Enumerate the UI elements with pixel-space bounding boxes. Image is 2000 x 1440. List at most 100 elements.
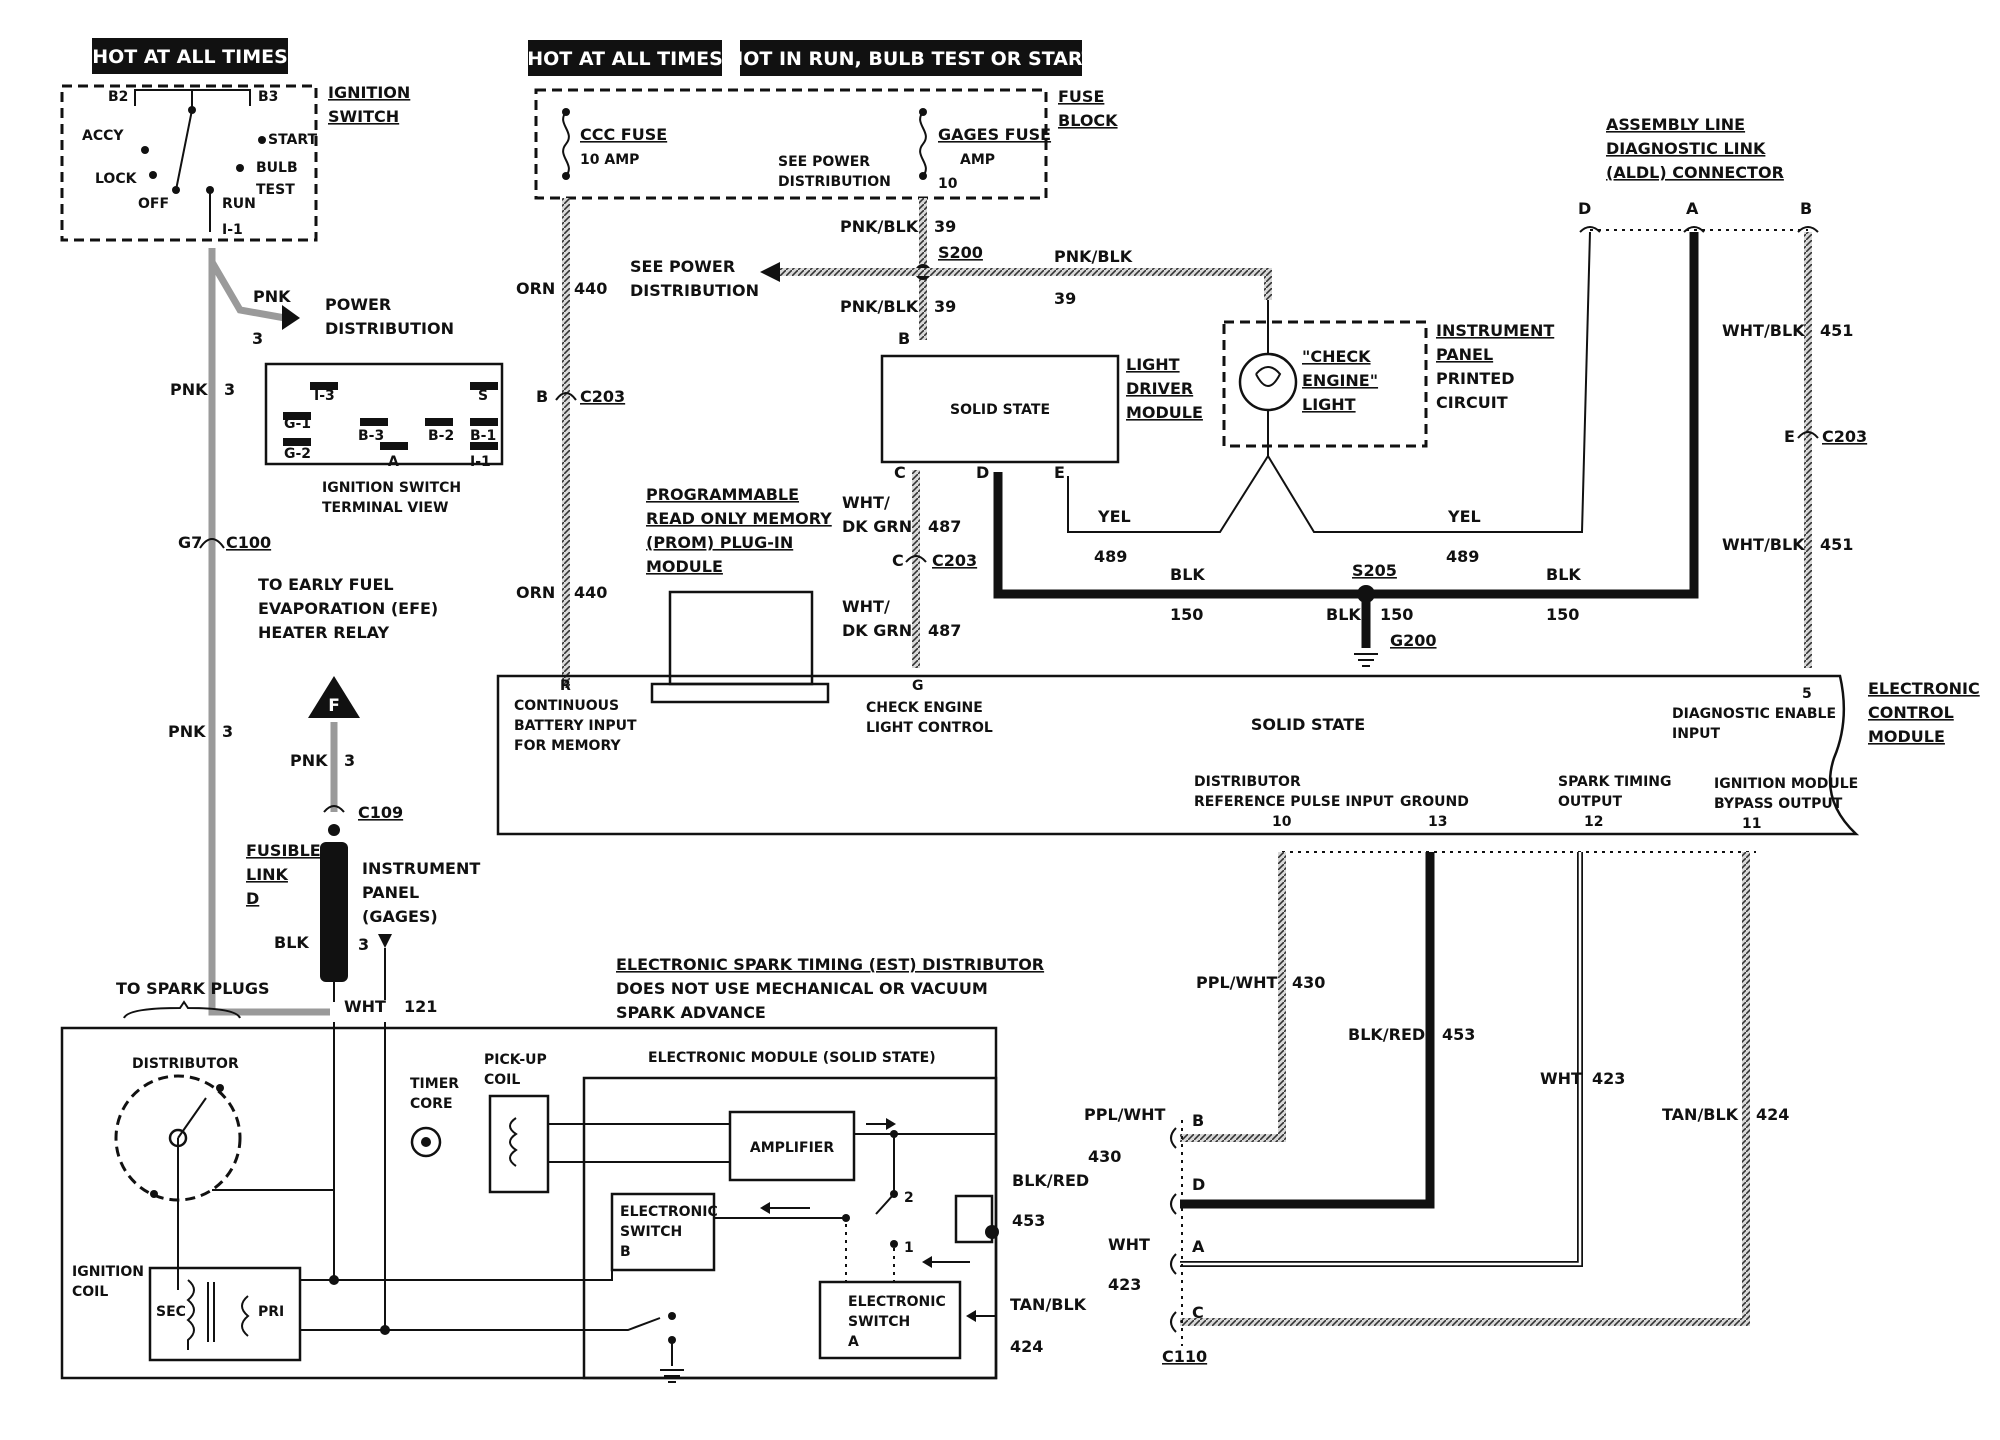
svg-text:BLK: BLK [274, 933, 309, 952]
svg-text:YEL: YEL [1447, 507, 1481, 526]
svg-text:150: 150 [1546, 605, 1579, 624]
svg-text:DISTRIBUTOR: DISTRIBUTOR [1194, 774, 1301, 790]
svg-text:READ ONLY MEMORY: READ ONLY MEMORY [646, 509, 832, 528]
svg-text:ELECTRONIC: ELECTRONIC [1868, 679, 1980, 698]
svg-text:IGNITION MODULE: IGNITION MODULE [1714, 776, 1858, 792]
svg-text:BLOCK: BLOCK [1058, 111, 1118, 130]
svg-text:DK GRN: DK GRN [842, 517, 912, 536]
svg-text:(ALDL) CONNECTOR: (ALDL) CONNECTOR [1606, 163, 1784, 182]
svg-text:F: F [328, 696, 340, 716]
svg-text:FUSIBLE: FUSIBLE [246, 841, 321, 860]
svg-text:PNK/BLK: PNK/BLK [840, 297, 919, 316]
svg-text:SEC: SEC [156, 1304, 186, 1320]
svg-text:430: 430 [1292, 973, 1325, 992]
svg-text:G200: G200 [1390, 631, 1437, 650]
connector-c100: C100 [226, 533, 271, 552]
svg-text:D: D [246, 889, 259, 908]
svg-text:SWITCH: SWITCH [620, 1224, 682, 1240]
svg-text:11: 11 [1742, 816, 1761, 832]
svg-text:PNK/BLK: PNK/BLK [1054, 247, 1133, 266]
svg-text:424: 424 [1756, 1105, 1789, 1124]
svg-text:MODULE: MODULE [646, 557, 723, 576]
svg-text:HEATER RELAY: HEATER RELAY [258, 623, 389, 642]
pnk-label: PNK [253, 287, 291, 306]
svg-text:YEL: YEL [1097, 507, 1131, 526]
svg-text:451: 451 [1820, 535, 1853, 554]
svg-text:D: D [1192, 1175, 1205, 1194]
svg-text:SWITCH: SWITCH [848, 1314, 910, 1330]
svg-text:SPARK TIMING: SPARK TIMING [1558, 774, 1672, 790]
svg-text:SOLID STATE: SOLID STATE [950, 402, 1050, 418]
svg-text:10: 10 [938, 176, 958, 192]
svg-text:B3: B3 [258, 89, 278, 105]
svg-text:START: START [268, 132, 318, 148]
svg-text:SWITCH: SWITCH [328, 107, 399, 126]
svg-text:B: B [1800, 199, 1812, 218]
svg-text:SEE POWER: SEE POWER [630, 257, 735, 276]
svg-text:COIL: COIL [72, 1284, 108, 1300]
svg-text:1: 1 [904, 1240, 914, 1256]
svg-text:DISTRIBUTION: DISTRIBUTION [325, 319, 454, 338]
svg-text:GROUND: GROUND [1400, 794, 1469, 810]
svg-text:ACCY: ACCY [82, 128, 124, 144]
svg-text:(PROM) PLUG-IN: (PROM) PLUG-IN [646, 533, 793, 552]
svg-text:TEST: TEST [256, 182, 295, 198]
svg-text:I-1: I-1 [222, 222, 243, 238]
svg-text:150: 150 [1170, 605, 1203, 624]
svg-text:A: A [388, 454, 399, 470]
svg-text:TO EARLY FUEL: TO EARLY FUEL [258, 575, 394, 594]
svg-text:C110: C110 [1162, 1347, 1207, 1366]
svg-text:489: 489 [1446, 547, 1479, 566]
svg-text:B-1: B-1 [470, 428, 496, 444]
svg-text:453: 453 [1442, 1025, 1475, 1044]
est-distributor: TO SPARK PLUGS ELECTRONIC MODULE (SOLID … [60, 979, 999, 1383]
svg-text:FOR MEMORY: FOR MEMORY [514, 738, 621, 754]
svg-text:B-3: B-3 [358, 428, 384, 444]
svg-text:PRI: PRI [258, 1304, 284, 1320]
svg-text:A: A [1686, 199, 1699, 218]
svg-text:ASSEMBLY LINE: ASSEMBLY LINE [1606, 115, 1745, 134]
svg-text:ORN: ORN [516, 279, 555, 298]
check-engine-light: "CHECK ENGINE" LIGHT [1222, 300, 1428, 456]
svg-text:PPL/WHT: PPL/WHT [1196, 973, 1278, 992]
svg-text:POWER: POWER [325, 295, 391, 314]
svg-text:SEE POWER: SEE POWER [778, 154, 870, 170]
svg-text:DIAGNOSTIC ENABLE: DIAGNOSTIC ENABLE [1672, 706, 1836, 722]
svg-text:OFF: OFF [138, 196, 169, 212]
svg-text:424: 424 [1010, 1337, 1043, 1356]
svg-text:CONTROL: CONTROL [1868, 703, 1954, 722]
svg-text:B: B [536, 387, 548, 406]
svg-text:3: 3 [252, 329, 263, 348]
svg-text:WHT/: WHT/ [842, 597, 890, 616]
svg-text:LIGHT: LIGHT [1302, 395, 1356, 414]
svg-text:G: G [912, 678, 924, 694]
svg-text:ENGINE": ENGINE" [1302, 371, 1378, 390]
svg-text:PNK: PNK [168, 722, 206, 741]
svg-text:2: 2 [904, 1190, 914, 1206]
svg-text:TAN/BLK: TAN/BLK [1662, 1105, 1739, 1124]
svg-text:C203: C203 [932, 551, 977, 570]
svg-text:REFERENCE PULSE INPUT: REFERENCE PULSE INPUT [1194, 794, 1394, 810]
svg-text:LINK: LINK [246, 865, 289, 884]
header-hot-all-times-left: HOT AT ALL TIMES [92, 38, 288, 74]
svg-text:PANEL: PANEL [1436, 345, 1493, 364]
svg-text:DOES NOT USE MECHANICAL OR VAC: DOES NOT USE MECHANICAL OR VACUUM [616, 979, 988, 998]
svg-text:ORN: ORN [516, 583, 555, 602]
svg-text:39: 39 [934, 217, 956, 236]
svg-text:B: B [1192, 1111, 1204, 1130]
svg-text:DK GRN: DK GRN [842, 621, 912, 640]
svg-text:10: 10 [1272, 814, 1292, 830]
svg-text:INSTRUMENT: INSTRUMENT [1436, 321, 1554, 340]
svg-text:FUSE: FUSE [1058, 87, 1104, 106]
svg-text:HOT IN RUN, BULB TEST OR START: HOT IN RUN, BULB TEST OR START [727, 48, 1094, 70]
fuse-block: FUSE BLOCK CCC FUSE 10 AMP GAGES FUSE AM… [534, 87, 1118, 200]
svg-text:BLK: BLK [1326, 605, 1361, 624]
svg-text:WHT/: WHT/ [842, 493, 890, 512]
svg-text:TO SPARK PLUGS: TO SPARK PLUGS [116, 979, 270, 998]
svg-text:HOT AT ALL TIMES: HOT AT ALL TIMES [92, 46, 288, 68]
ground-reference-f: F [308, 676, 360, 718]
svg-text:R: R [560, 678, 571, 694]
svg-text:5: 5 [1802, 686, 1812, 702]
